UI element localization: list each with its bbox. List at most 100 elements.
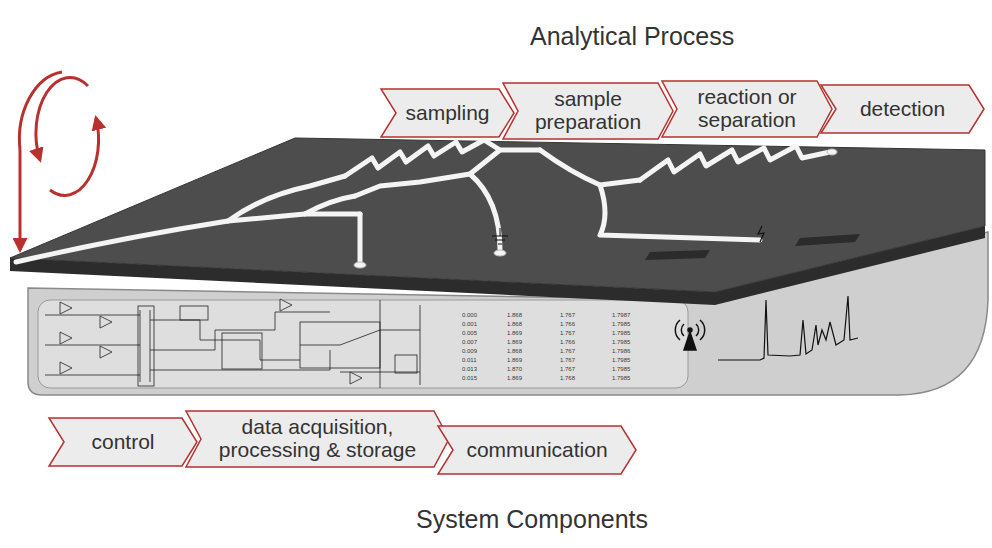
chevron-outline	[186, 411, 449, 467]
electronics-panel	[38, 300, 688, 388]
cycle-arc	[50, 118, 99, 195]
chevron-outline	[438, 426, 636, 474]
cycle-arc	[36, 77, 88, 160]
opamp-symbol	[60, 332, 72, 344]
data-table-cell: 1.768	[560, 375, 575, 381]
chevron-text-group: sample preparation	[527, 88, 649, 133]
data-table-cell: 0.007	[462, 339, 477, 345]
data-table-cell: 1.869	[507, 330, 522, 336]
data-table-cell: 1.7985	[612, 330, 630, 336]
port	[827, 149, 837, 155]
chevron-text-group: data acquisition, processing & storage	[210, 416, 425, 461]
microchannels	[16, 140, 830, 262]
channel	[305, 196, 355, 214]
ic-block	[222, 333, 262, 369]
process-chevron: sampling	[380, 88, 515, 138]
chevron-text-group: detection	[860, 98, 945, 121]
data-table-cell: 0.013	[462, 366, 477, 372]
data-table-cell: 1.7985	[612, 366, 630, 372]
channel	[16, 214, 360, 262]
opamp-symbol	[350, 372, 362, 384]
data-table-cell: 1.869	[507, 357, 522, 363]
channel	[228, 176, 345, 221]
antenna-dot	[688, 328, 692, 332]
electrode	[795, 234, 860, 246]
data-table-cell: 1.767	[560, 357, 575, 363]
data-table-cell: 1.868	[507, 312, 522, 318]
voltage-symbol	[758, 226, 764, 242]
row-caption: System Components	[416, 505, 648, 534]
antenna-wave	[675, 320, 704, 340]
process-chevron: sample preparation	[502, 82, 674, 140]
chevron-label: sample preparation	[527, 88, 649, 133]
opamp-symbol	[280, 299, 292, 311]
data-table-cell: 1.7985	[612, 357, 630, 363]
chevron-text-group: reaction or separation	[686, 86, 808, 131]
antenna-icon	[675, 320, 704, 350]
data-table-cell: 1.869	[507, 375, 522, 381]
wire	[45, 300, 420, 388]
data-table-cell: 1.766	[560, 339, 575, 345]
data-table-cell: 0.001	[462, 321, 477, 327]
chevron-label: reaction or separation	[686, 86, 808, 131]
cycle-arc	[19, 72, 62, 150]
channel	[600, 185, 760, 240]
serpentine-channel	[640, 146, 830, 180]
data-table-cell: 0.015	[462, 375, 477, 381]
chevron-outline	[49, 418, 197, 466]
data-table-cell: 1.7987	[612, 312, 630, 318]
electrode	[645, 250, 710, 260]
cycle-arrows	[19, 72, 98, 250]
chevron-outline	[381, 89, 514, 137]
data-table-cell: 1.7985	[612, 321, 630, 327]
data-table-cell: 1.870	[507, 366, 522, 372]
data-table-cell: 1.767	[560, 330, 575, 336]
process-chevron: control	[48, 417, 198, 467]
opamp-symbol	[60, 362, 72, 374]
data-table-cell: 1.868	[507, 321, 522, 327]
feed-arrow	[19, 150, 22, 250]
chevron-label: detection	[860, 98, 945, 121]
ports	[354, 149, 837, 268]
channel	[355, 150, 540, 196]
ic-block	[395, 355, 417, 373]
chevron-label: communication	[466, 439, 607, 462]
process-chevron: detection	[820, 84, 985, 134]
data-table-cell: 1.868	[507, 348, 522, 354]
antenna-mast	[684, 332, 696, 350]
chevron-text-group: sampling	[405, 102, 489, 125]
process-chevron: communication	[437, 425, 637, 475]
data-table-cell: 0.011	[462, 357, 477, 363]
chip-top	[10, 138, 985, 292]
electrodes	[492, 226, 860, 260]
chevron-label: control	[91, 431, 154, 454]
data-table-cell: 0.009	[462, 348, 477, 354]
chevron-text-group: control	[91, 431, 154, 454]
chevron-outline	[821, 85, 984, 133]
circuit-schematic	[45, 299, 420, 388]
signal-trace	[718, 296, 858, 360]
chevron-label: data acquisition, processing & storage	[210, 416, 425, 461]
data-table-cell: 1.869	[507, 339, 522, 345]
port	[354, 262, 366, 268]
process-chevron: data acquisition, processing & storage	[185, 410, 450, 468]
data-table-cell: 1.7986	[612, 348, 630, 354]
row-heading: Analytical Process	[530, 22, 734, 51]
adc-block	[300, 322, 380, 368]
data-table-cell: 1.767	[560, 366, 575, 372]
data-table-cell: 0.000	[462, 312, 477, 318]
data-table-cell: 1.7985	[612, 339, 630, 345]
port	[494, 250, 506, 256]
chevron-outline	[503, 83, 673, 139]
channel	[470, 174, 500, 250]
bus-box	[138, 306, 154, 386]
data-table-cell: 1.7985	[612, 375, 630, 381]
data-table-cell: 0.005	[462, 330, 477, 336]
data-table-cell: 1.766	[560, 321, 575, 327]
ground-symbol	[492, 228, 508, 244]
data-table-cell: 1.767	[560, 312, 575, 318]
chevron-text-group: communication	[466, 439, 607, 462]
chevron-label: sampling	[405, 102, 489, 125]
opamp-symbol	[100, 316, 112, 328]
